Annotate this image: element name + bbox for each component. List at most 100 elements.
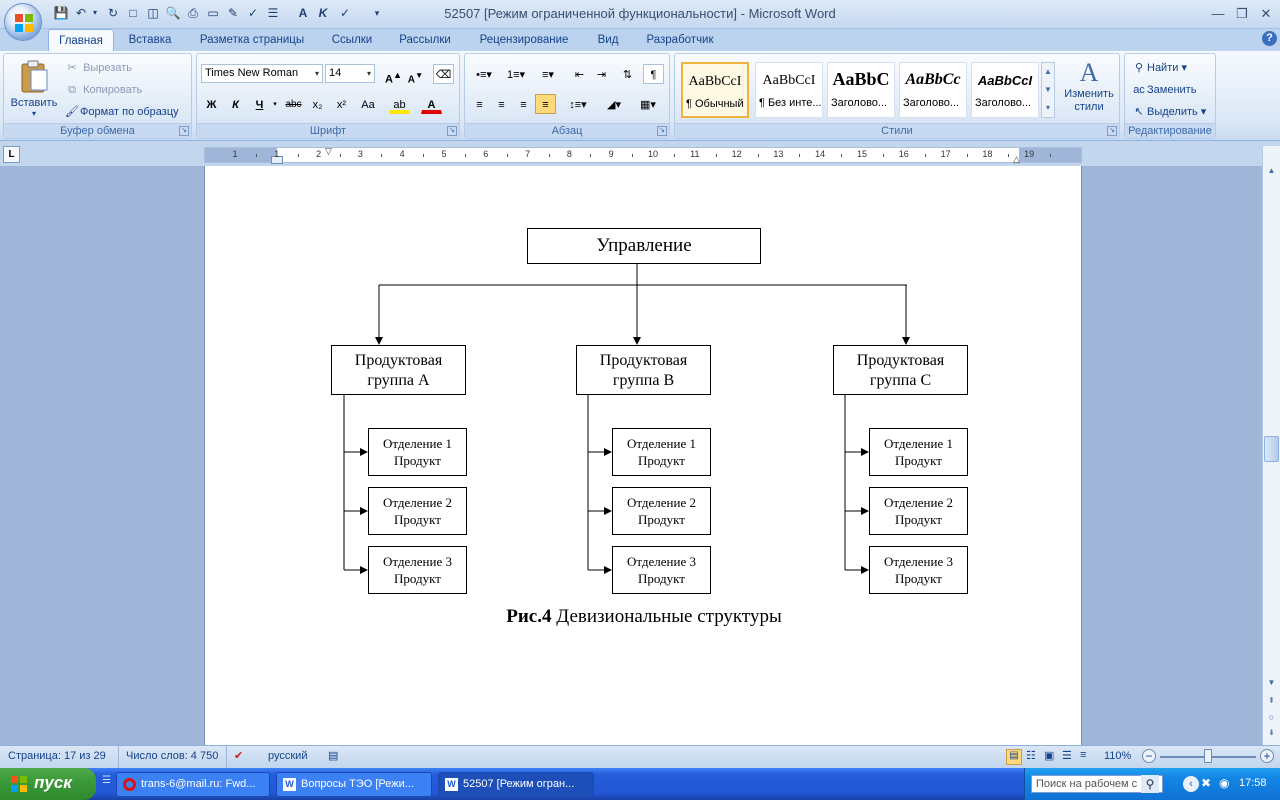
underline-dropdown-icon[interactable]: ▾ xyxy=(273,101,277,108)
select-button[interactable]: ↖Выделить ▾ xyxy=(1131,104,1206,120)
tab-selector-icon[interactable]: L xyxy=(3,146,20,163)
shading-icon[interactable]: ◢▾ xyxy=(607,99,621,111)
tab-mailings[interactable]: Рассылки xyxy=(399,34,451,46)
right-indent-marker[interactable]: △ xyxy=(1013,154,1020,164)
highlight-icon[interactable]: ab xyxy=(389,94,410,114)
line-spacing-icon[interactable]: ↕≡▾ xyxy=(569,99,587,111)
help-icon[interactable]: ? xyxy=(1262,31,1277,46)
first-line-indent-marker[interactable]: ▽ xyxy=(325,146,332,156)
web-layout-icon[interactable]: ▣ xyxy=(1044,750,1055,762)
bullets-icon[interactable]: ☰ xyxy=(267,6,279,20)
proofing-icon[interactable]: ✔ xyxy=(234,750,244,762)
font-size-box[interactable]: 14▾ xyxy=(325,64,375,83)
spelling-icon[interactable]: ✓ xyxy=(247,6,259,20)
paragraph-launcher-icon[interactable]: ↘ xyxy=(657,126,667,136)
align-left-icon[interactable]: ≡ xyxy=(476,99,483,111)
spelling-check-icon[interactable]: ✓ xyxy=(339,6,351,20)
language[interactable]: русский xyxy=(268,750,308,762)
italic-button[interactable]: К xyxy=(232,99,239,111)
left-indent-marker[interactable] xyxy=(271,156,283,164)
zoom-out-icon[interactable]: − xyxy=(1142,749,1156,763)
office-button[interactable] xyxy=(4,3,42,41)
draft-icon[interactable]: ≡ xyxy=(1080,749,1087,761)
font-color-icon[interactable]: A xyxy=(298,6,308,20)
next-page-icon[interactable]: ⇟ xyxy=(1268,728,1275,737)
style-no-spacing[interactable]: AaBbCcI¶ Без инте... xyxy=(755,62,823,118)
outline-icon[interactable]: ☰ xyxy=(1062,750,1072,762)
undo-dropdown-icon[interactable]: ▾ xyxy=(92,8,97,17)
format-painter-button[interactable]: 🖌Формат по образцу xyxy=(64,104,179,120)
browse-object-icon[interactable]: ○ xyxy=(1268,712,1275,722)
previous-page-icon[interactable]: ⇞ xyxy=(1268,696,1275,705)
zoom-level[interactable]: 110% xyxy=(1104,750,1132,762)
paste-button[interactable]: Вставить ▾ xyxy=(10,58,58,120)
underline-button[interactable]: Ч xyxy=(255,99,264,111)
subscript-button[interactable]: x₂ xyxy=(312,99,323,111)
italic-icon[interactable]: K xyxy=(318,6,328,20)
draw-table-icon[interactable]: ✎ xyxy=(227,6,239,20)
undo-icon[interactable]: ↶ xyxy=(75,6,87,20)
clear-formatting-icon[interactable]: ⌫ xyxy=(433,64,454,84)
desktop-search-input[interactable]: Поиск на рабочем с xyxy=(1031,775,1163,793)
zoom-slider-thumb[interactable] xyxy=(1204,749,1212,763)
justify-icon[interactable]: ≡ xyxy=(535,94,556,114)
full-screen-reading-icon[interactable]: ☷ xyxy=(1026,750,1036,762)
close-icon[interactable]: ✕ xyxy=(1260,6,1272,21)
change-case-button[interactable]: Aa xyxy=(361,99,375,111)
clipboard-launcher-icon[interactable]: ↘ xyxy=(179,126,189,136)
change-styles-button[interactable]: A Изменить стили xyxy=(1059,58,1119,114)
align-right-icon[interactable]: ≡ xyxy=(520,99,527,111)
scroll-thumb[interactable] xyxy=(1264,436,1279,462)
superscript-button[interactable]: x² xyxy=(336,99,347,111)
open-icon[interactable]: ◫ xyxy=(147,6,159,20)
font-name-box[interactable]: Times New Roman▾ xyxy=(201,64,323,83)
scroll-down-icon[interactable]: ▼ xyxy=(1267,678,1276,687)
redo-icon[interactable]: ↻ xyxy=(107,6,119,20)
font-color-button[interactable]: A xyxy=(421,94,442,114)
print-layout-icon[interactable]: ▤ xyxy=(1006,749,1022,765)
multilevel-list-button[interactable]: ≡▾ xyxy=(542,69,554,81)
zoom-in-icon[interactable]: + xyxy=(1260,749,1274,763)
network-icon[interactable]: ✖ xyxy=(1201,776,1212,790)
shrink-font-button[interactable]: A▼ xyxy=(407,70,424,86)
document-page[interactable]: Управление Продуктовая группа А Продукто… xyxy=(204,166,1082,745)
tab-references[interactable]: Ссылки xyxy=(331,34,373,46)
minimize-icon[interactable]: — xyxy=(1211,6,1225,21)
macro-record-icon[interactable]: ▤ xyxy=(328,750,339,762)
copy-button[interactable]: ⧉ Копировать xyxy=(64,82,142,98)
strikethrough-button[interactable]: abc xyxy=(285,99,302,110)
start-button[interactable]: пуск xyxy=(0,768,96,800)
new-document-icon[interactable]: □ xyxy=(129,6,137,20)
bold-button[interactable]: Ж xyxy=(206,99,217,111)
numbering-button[interactable]: 1≡▾ xyxy=(506,69,526,81)
tab-insert[interactable]: Вставка xyxy=(128,34,172,46)
font-launcher-icon[interactable]: ↘ xyxy=(447,126,457,136)
cut-button[interactable]: ✂ Вырезать xyxy=(64,60,132,76)
taskbar-item-opera[interactable]: trans-6@mail.ru: Fwd... xyxy=(116,772,270,797)
tab-review[interactable]: Рецензирование xyxy=(479,34,569,46)
tab-home[interactable]: Главная xyxy=(48,29,114,52)
clock[interactable]: 17:58 xyxy=(1239,777,1267,789)
show-marks-icon[interactable]: ¶ xyxy=(643,64,664,84)
vertical-scrollbar[interactable]: ▲ ▼ ⇞ ○ ⇟ xyxy=(1262,146,1280,745)
styles-launcher-icon[interactable]: ↘ xyxy=(1107,126,1117,136)
save-icon[interactable]: 💾 xyxy=(53,6,69,20)
styles-scroll[interactable]: ▲▼▾ xyxy=(1041,62,1055,118)
scroll-up-icon[interactable]: ▲ xyxy=(1267,166,1276,175)
increase-indent-icon[interactable]: ⇥ xyxy=(596,69,607,81)
print-icon[interactable]: ⎙ xyxy=(188,6,198,20)
borders-icon[interactable]: ▦▾ xyxy=(640,99,656,111)
sort-icon[interactable]: ⇅ xyxy=(622,69,633,81)
restore-icon[interactable]: ❐ xyxy=(1236,6,1248,21)
find-button[interactable]: ⚲Найти ▾ xyxy=(1131,60,1187,76)
page-count[interactable]: Страница: 17 из 29 xyxy=(8,750,106,762)
align-center-icon[interactable]: ≡ xyxy=(498,99,505,111)
customize-qat-icon[interactable]: ▾ xyxy=(374,8,380,18)
